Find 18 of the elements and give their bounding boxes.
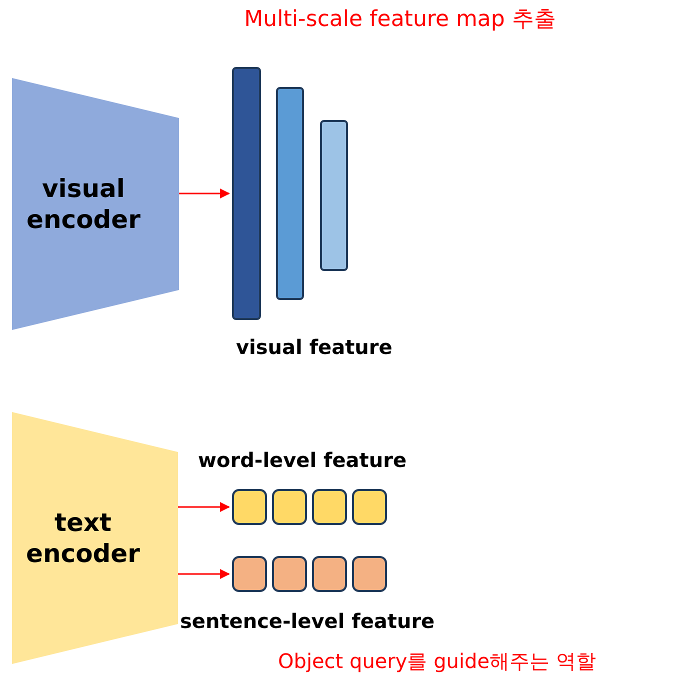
token-box [352,489,387,525]
token-box [272,556,307,592]
feature-bar [276,87,304,300]
feature-label: sentence-level feature [180,609,435,633]
token-box [232,489,267,525]
note-text: Object query를 guide해주는 역할 [278,648,596,675]
encoder-label: text encoder [25,506,141,570]
feature-bar [320,120,348,271]
token-box [232,556,267,592]
token-box [272,489,307,525]
title: Multi-scale feature map 추출 [243,6,557,34]
feature-label: word-level feature [198,448,407,472]
token-box [312,556,347,592]
encoder-label: visual encoder [26,172,142,236]
token-box [312,489,347,525]
feature-bar [232,67,261,320]
feature-label: visual feature [236,335,392,359]
token-box [352,556,387,592]
